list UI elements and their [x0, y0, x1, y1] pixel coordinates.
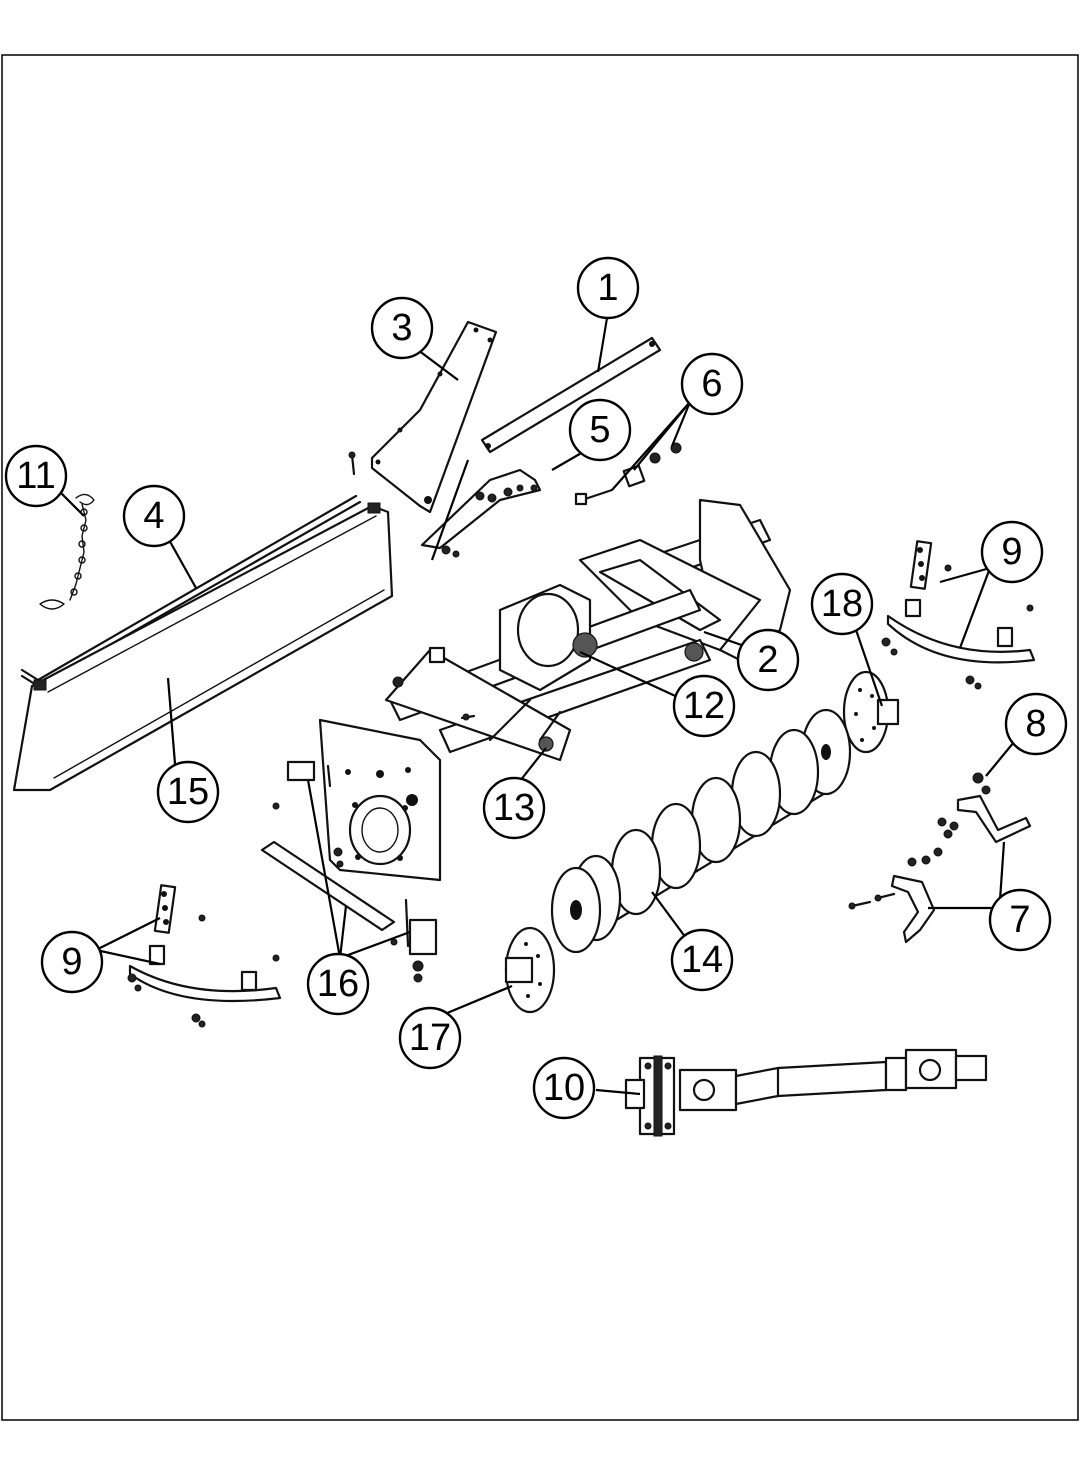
svg-text:18: 18	[821, 583, 863, 625]
part-left-flange	[506, 928, 554, 1012]
part-pin	[349, 452, 355, 474]
callout-17: 17	[400, 1008, 460, 1068]
svg-text:1: 1	[597, 267, 618, 309]
callout-13: 13	[484, 778, 544, 838]
svg-text:10: 10	[543, 1067, 585, 1109]
callout-9-left: 9	[42, 932, 102, 992]
svg-text:9: 9	[61, 941, 82, 983]
callout-11: 11	[6, 446, 66, 506]
part-right-flange	[844, 672, 898, 752]
svg-text:2: 2	[757, 639, 778, 681]
callout-9-right: 9	[982, 522, 1042, 582]
svg-text:4: 4	[143, 495, 164, 537]
callout-18: 18	[812, 574, 872, 634]
callout-6: 6	[682, 354, 742, 414]
callout-4: 4	[124, 486, 184, 546]
callout-2: 2	[738, 630, 798, 690]
svg-text:11: 11	[16, 455, 55, 497]
svg-text:8: 8	[1025, 703, 1046, 745]
svg-text:17: 17	[409, 1017, 451, 1059]
callout-15: 15	[158, 762, 218, 822]
svg-text:6: 6	[701, 363, 722, 405]
svg-text:16: 16	[317, 963, 359, 1005]
svg-text:3: 3	[391, 307, 412, 349]
svg-text:13: 13	[493, 787, 535, 829]
callout-10: 10	[534, 1058, 594, 1118]
part-rotor	[552, 710, 850, 952]
callout-5: 5	[570, 400, 630, 460]
callout-16: 16	[308, 954, 368, 1014]
svg-text:5: 5	[589, 409, 610, 451]
callout-8: 8	[1006, 694, 1066, 754]
callout-14: 14	[672, 930, 732, 990]
part-skid-left	[128, 885, 280, 1027]
part-chain	[40, 494, 94, 609]
callout-1: 1	[578, 258, 638, 318]
callout-7: 7	[990, 890, 1050, 950]
svg-text:15: 15	[167, 771, 209, 813]
part-pto-shaft	[626, 1050, 986, 1136]
svg-text:14: 14	[681, 939, 723, 981]
callout-12: 12	[674, 676, 734, 736]
svg-text:9: 9	[1001, 531, 1022, 573]
svg-text:7: 7	[1009, 899, 1030, 941]
svg-text:12: 12	[683, 685, 725, 727]
callout-3: 3	[372, 298, 432, 358]
